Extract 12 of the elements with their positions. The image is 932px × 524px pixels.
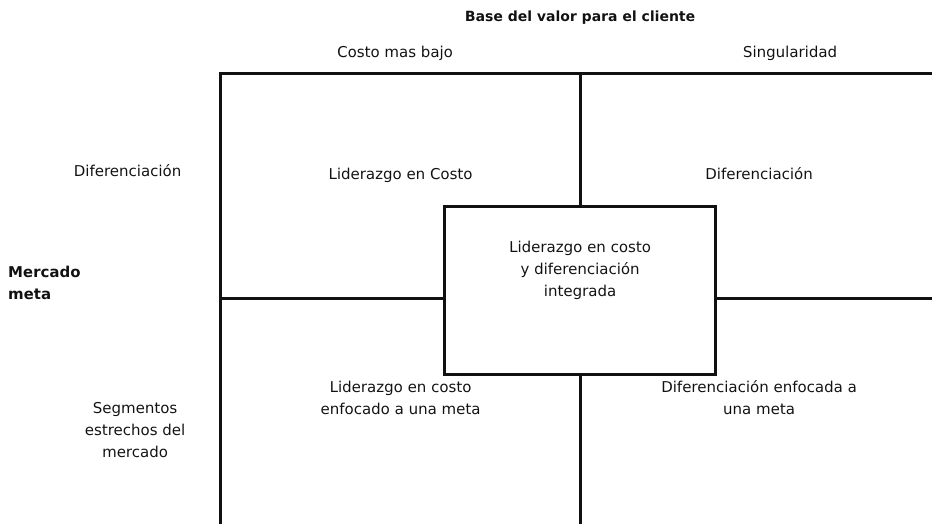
center-box xyxy=(443,205,717,376)
quadrant-label: Liderazgo en costo y diferenciación integrada xyxy=(508,237,652,302)
axis-title: Mercado meta xyxy=(8,262,82,305)
quadrant-label: Diferenciación enfocada a una meta xyxy=(660,377,858,420)
column-header: Singularidad xyxy=(742,42,838,63)
axis-title: Base del valor para el cliente xyxy=(464,8,696,27)
column-header: Costo mas bajo xyxy=(336,42,454,63)
quadrant-label: Liderazgo en Costo xyxy=(328,164,472,185)
quadrant-label: Diferenciación xyxy=(705,164,813,185)
quadrant-label: Liderazgo en costo enfocado a una meta xyxy=(320,377,482,420)
row-header: Segmentos estrechos del mercado xyxy=(84,398,186,463)
row-header: Diferenciación xyxy=(72,161,182,182)
